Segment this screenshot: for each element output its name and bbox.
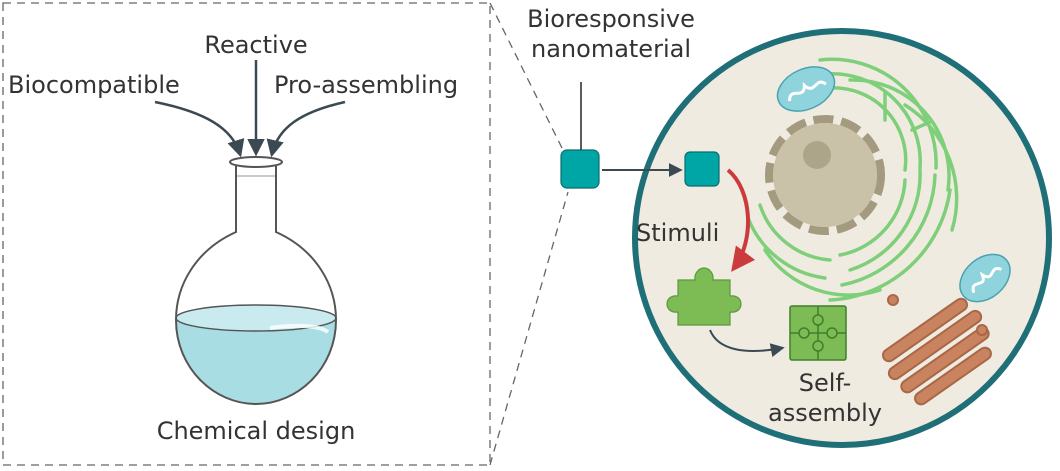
round-bottom-flask bbox=[174, 156, 338, 406]
self-assembly-label-line2: assembly bbox=[768, 399, 882, 427]
nucleus bbox=[765, 115, 885, 235]
golgi-apparatus bbox=[881, 294, 992, 406]
mitochondrion-right bbox=[959, 253, 1011, 303]
label-reactive: Reactive bbox=[204, 31, 308, 59]
stimuli-label: Stimuli bbox=[636, 219, 720, 247]
assembled-puzzle-icon bbox=[789, 305, 847, 361]
nanomaterial-block-in-cell bbox=[684, 151, 720, 187]
puzzle-piece-icon bbox=[666, 267, 742, 326]
mitochondrion-top bbox=[776, 66, 836, 112]
nanomaterial-label-line2: nanomaterial bbox=[531, 35, 691, 63]
label-pro-assembling: Pro-assembling bbox=[274, 71, 459, 99]
flask-caption: Chemical design bbox=[156, 417, 356, 445]
nanomaterial-label-line1: Bioresponsive bbox=[527, 5, 695, 33]
arrow-to-assembly bbox=[709, 329, 785, 357]
zoom-line-bottom bbox=[489, 191, 569, 466]
label-biocompatible: Biocompatible bbox=[8, 71, 180, 99]
arrow-pro-assembling bbox=[266, 100, 346, 158]
endoplasmic-reticulum bbox=[746, 57, 959, 302]
flask-panel-frame bbox=[2, 2, 491, 466]
stimuli-arrow bbox=[726, 168, 756, 272]
nanomaterial-block bbox=[560, 149, 600, 189]
self-assembly-label-line1: Self- bbox=[798, 369, 852, 397]
arrow-biocompatible bbox=[154, 100, 245, 158]
